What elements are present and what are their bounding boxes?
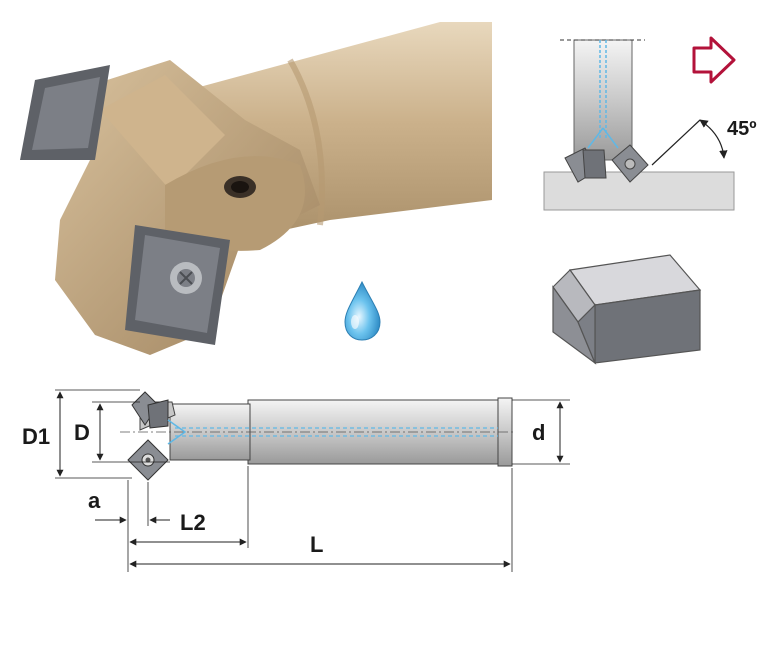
- insert-bottom-photo: [125, 225, 230, 345]
- insert-top-photo: [20, 65, 110, 160]
- technical-drawing: D1 D d a L2 L: [22, 389, 570, 572]
- tool-photo: [20, 22, 492, 355]
- label-D1: D1: [22, 424, 50, 449]
- chamfer-schematic: 45º: [543, 39, 757, 211]
- label-D: D: [74, 420, 90, 445]
- angle-label: 45º: [727, 118, 757, 140]
- label-L2: L2: [180, 510, 206, 535]
- water-drop-icon: [344, 280, 381, 341]
- label-a: a: [88, 488, 101, 513]
- label-d: d: [532, 420, 545, 445]
- arrow-right-icon: [692, 36, 736, 84]
- chamfer-block: [552, 254, 702, 365]
- label-L: L: [310, 532, 323, 557]
